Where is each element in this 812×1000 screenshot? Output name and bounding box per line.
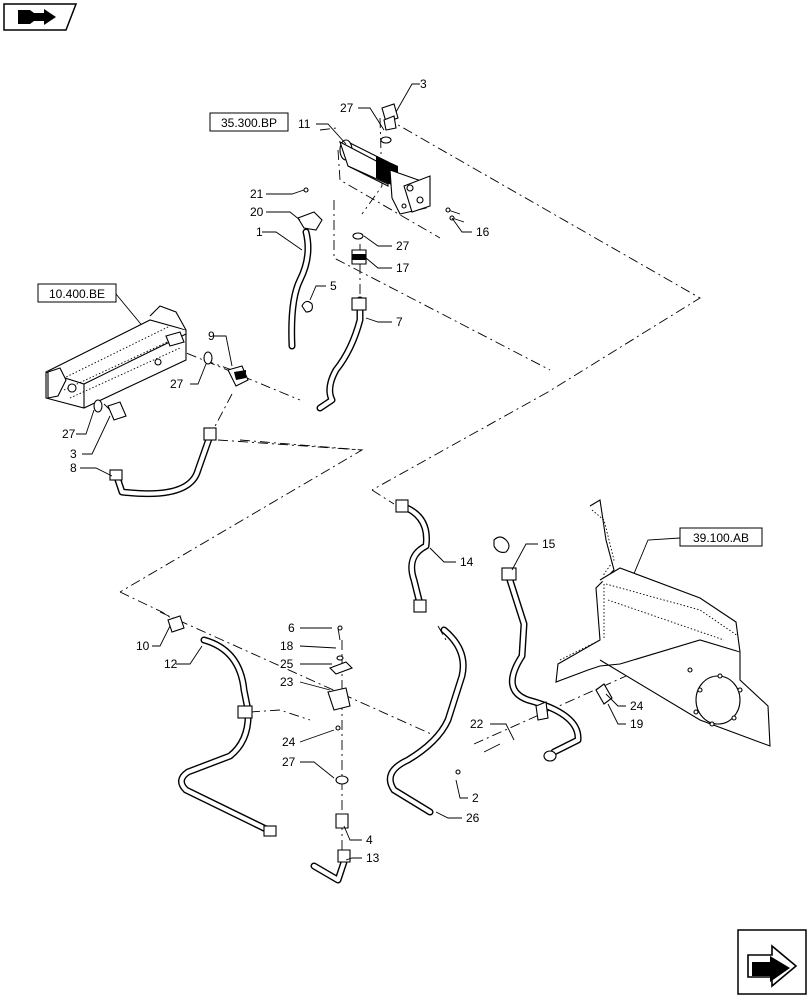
clip-5 (301, 300, 313, 313)
clip-19 (595, 683, 613, 705)
book-arrow-icon[interactable] (3, 3, 78, 31)
leader-line (627, 537, 681, 589)
hose-12 (178, 636, 277, 837)
callout-number: 3 (70, 447, 77, 461)
frame-panel (555, 499, 771, 747)
callout-number: 27 (282, 755, 296, 769)
callout-number: 6 (288, 621, 295, 635)
fitting-17 (351, 232, 367, 265)
clamp-20 (297, 187, 323, 231)
screws-16 (445, 207, 465, 223)
fitting-4 (335, 775, 351, 863)
reference-label: 35.300.BP (221, 116, 277, 130)
callout-number: 27 (170, 377, 184, 391)
hose-14 (386, 499, 467, 816)
callout-leaders (76, 83, 626, 861)
callout-number: 21 (250, 187, 264, 201)
fitting-3-top (380, 103, 399, 144)
bracket-22 (455, 701, 549, 775)
valve-block (45, 305, 187, 409)
callout-number: 18 (280, 639, 294, 653)
callout-number: 1 (256, 225, 263, 239)
callout-number: 11 (298, 117, 311, 131)
hose-1 (288, 228, 312, 350)
callout-number: 19 (630, 717, 644, 731)
callout-number: 8 (70, 461, 77, 475)
callout-number: 5 (330, 279, 337, 293)
callout-number: 16 (476, 225, 490, 239)
callout-number: 9 (208, 329, 215, 343)
callout-numbers: 3 27 11 21 20 16 1 27 17 5 7 9 27 27 3 8… (62, 77, 644, 865)
callout-number: 24 (630, 699, 644, 713)
callout-number: 12 (164, 657, 178, 671)
clamp-stack-23 (327, 625, 353, 731)
callout-number: 3 (420, 77, 427, 91)
fitting-10 (167, 615, 185, 633)
next-page-arrow-icon[interactable] (737, 929, 807, 995)
callout-number: 23 (280, 675, 294, 689)
callout-number: 20 (250, 205, 264, 219)
reference-10-400-be[interactable]: 10.400.BE (37, 283, 117, 303)
callout-number: 10 (136, 639, 150, 653)
reference-label: 39.100.AB (693, 531, 749, 545)
filter-assembly (339, 139, 431, 215)
fitting-3-left (93, 399, 127, 421)
reference-label: 10.400.BE (49, 287, 105, 301)
guide-lines (103, 117, 701, 872)
hose-13 (310, 858, 348, 884)
callout-number: 13 (366, 851, 380, 865)
callout-number: 25 (280, 657, 294, 671)
callout-number: 26 (466, 811, 480, 825)
reference-39-100-ab[interactable]: 39.100.AB (679, 527, 763, 547)
callout-number: 15 (542, 537, 556, 551)
callout-number: 27 (62, 427, 76, 441)
callout-number: 14 (460, 555, 474, 569)
fitting-9 (203, 351, 249, 387)
callout-number: 2 (472, 791, 479, 805)
hose-8 (109, 427, 217, 498)
reference-35-300-bp[interactable]: 35.300.BP (209, 112, 289, 132)
callout-number: 7 (396, 315, 403, 329)
callout-number: 24 (282, 735, 296, 749)
callout-number: 4 (366, 833, 373, 847)
hose-7 (316, 296, 367, 412)
hose-15 (493, 536, 582, 762)
callout-number: 17 (396, 261, 410, 275)
callout-number: 27 (396, 239, 410, 253)
callout-number: 22 (470, 717, 484, 731)
callout-number: 27 (340, 101, 354, 115)
